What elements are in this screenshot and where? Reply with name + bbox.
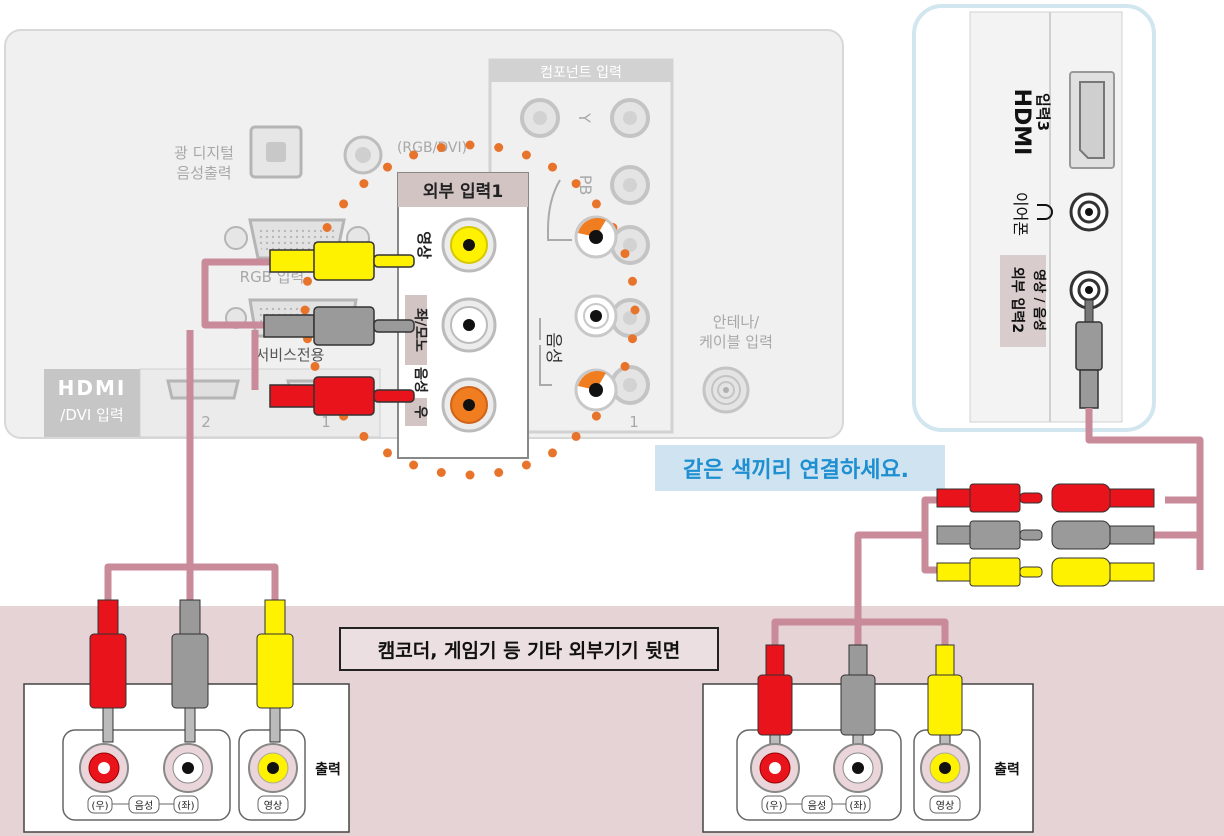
zoom-dot (494, 143, 503, 152)
antenna-label-2: 케이블 입력 (699, 333, 773, 351)
right-device-audio-label: 음성 (808, 800, 826, 812)
zoom-dot (592, 412, 601, 421)
zoom-audio-right-jack (443, 379, 495, 431)
zoom-dot (359, 179, 368, 188)
zoom-dot (409, 151, 418, 160)
left-device-jack-white (164, 744, 212, 792)
side-hdmi-logo: HDMI (1009, 89, 1034, 156)
zoom-dot (621, 249, 630, 258)
zoom-dot (572, 432, 581, 441)
right-device-right-label: (우) (765, 800, 782, 812)
left-device-jack-red (80, 744, 128, 792)
zoom-dot (311, 362, 320, 371)
right-device-video-label: 영상 (936, 800, 954, 812)
side-external-input2: 외부 입력2 (1009, 267, 1026, 333)
right-device-left-label: (좌) (849, 800, 866, 812)
zoom-dot (628, 277, 637, 286)
zoom-dot (323, 223, 332, 232)
zoom-dot (522, 461, 531, 470)
zoom-audio-word-label: 음성 (412, 367, 428, 393)
device-back-label: 캠코더, 게임기 등 기타 외부기기 뒷면 (378, 640, 681, 662)
right-device-jack-yellow (921, 744, 969, 792)
tv-side-panel: HDMI 입력3 이어폰 외부 입력2 영상 / 음성 (914, 6, 1154, 430)
external-input-1-title: 외부 입력1 (423, 182, 503, 202)
side-video-audio: 영상 / 음성 (1031, 269, 1047, 331)
zoom-audio-left-jack (443, 299, 495, 351)
zoom-dot (437, 468, 446, 477)
instruction-match-colors: 같은 색끼리 연결하세요. (683, 458, 909, 483)
component-title: 컴포넌트 입력 (540, 65, 622, 81)
left-device-output-label: 출력 (315, 761, 341, 778)
side-earphone-jack (1071, 194, 1107, 230)
zoom-video-label: 영상 (415, 231, 433, 259)
zoom-dot (301, 306, 310, 315)
rgb-dvi-label: (RGB/DVI) (397, 140, 467, 156)
service-label: 서비스전용 (255, 346, 324, 364)
zoom-dot (383, 448, 392, 457)
zoom-audio-left-label: 좌/모노 (412, 308, 428, 352)
hdmi-dvi-label: /DVI 입력 (60, 406, 123, 424)
zoom-dot (466, 471, 475, 480)
hdmi-port-2 (168, 381, 238, 398)
zoom-dot (548, 163, 557, 172)
zoom-dot (466, 141, 475, 150)
left-device-jack-yellow (249, 744, 297, 792)
optical-label-2: 음성출력 (176, 164, 231, 182)
left-device-audio-label: 음성 (135, 800, 153, 812)
zoom-dot (522, 151, 531, 160)
antenna-jack (704, 368, 748, 412)
right-device-output-label: 출력 (994, 761, 1020, 778)
zoom-video-jack (443, 219, 495, 271)
right-device-jack-white (834, 744, 882, 792)
component-y-label: Y (575, 112, 594, 123)
left-device-right-label: (우) (91, 800, 108, 812)
zoom-dot (592, 199, 601, 208)
zoom-dot (572, 179, 581, 188)
zoom-dot (621, 362, 630, 371)
external-input-1-panel: 외부 입력1 영상 좌/모노 음성 우 (398, 173, 528, 458)
zoom-dot (437, 143, 446, 152)
side-earphone-label: 이어폰 (1011, 192, 1030, 236)
zoom-dot (339, 199, 348, 208)
zoom-dot (303, 277, 312, 286)
left-device-left-label: (좌) (177, 800, 194, 812)
adapter-white-pair (937, 521, 1154, 549)
adapter-yellow-pair (937, 558, 1154, 586)
zoom-dot (383, 163, 392, 172)
right-device-jack-red (751, 744, 799, 792)
zoom-dot (409, 461, 418, 470)
hdmi-port-2-number: 2 (201, 413, 211, 431)
zoom-audio-right-label: 우 (412, 406, 428, 419)
hdmi-logo: HDMI (58, 376, 127, 400)
component-number: 1 (629, 413, 639, 431)
zoom-dot (359, 432, 368, 441)
side-hdmi3-label: 입력3 (1034, 93, 1052, 131)
left-device-video-label: 영상 (264, 800, 282, 812)
antenna-label-1: 안테나/ (713, 313, 760, 331)
component-audio-label: 음성 (543, 332, 563, 363)
optical-label-1: 광 디지털 (174, 144, 234, 162)
zoom-dot (631, 306, 640, 315)
zoom-dot (548, 448, 557, 457)
zoom-dot (628, 334, 637, 343)
zoom-dot (494, 468, 503, 477)
adapter-red-pair (937, 484, 1154, 512)
side-hdmi3-port (1070, 72, 1114, 168)
